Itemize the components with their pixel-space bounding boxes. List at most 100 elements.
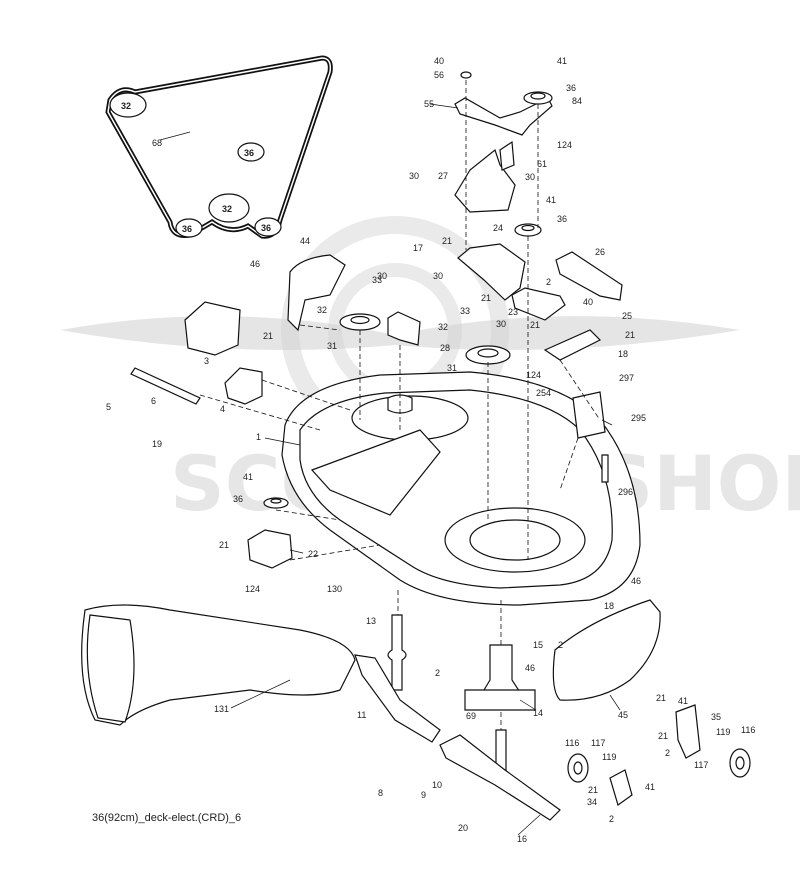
svg-text:36: 36 xyxy=(244,148,254,158)
callout: 40 xyxy=(434,56,444,66)
callout: 124 xyxy=(526,370,541,380)
drive-belt-assembly: 32 36 32 36 36 xyxy=(105,55,333,239)
gauge-wheel-117-right xyxy=(729,748,751,778)
callout: 41 xyxy=(678,696,688,706)
discharge-chute-131 xyxy=(81,604,356,726)
callout: 119 xyxy=(602,752,616,762)
callout: 30 xyxy=(496,319,506,329)
callout: 46 xyxy=(631,576,641,586)
callout: 69 xyxy=(466,711,476,721)
callout: 2 xyxy=(609,814,614,824)
plate-25 xyxy=(543,329,602,361)
alignment-lines xyxy=(199,80,601,730)
bolt-296 xyxy=(601,454,609,483)
callout: 33 xyxy=(460,306,470,316)
callout: 28 xyxy=(440,343,450,353)
callout: 30 xyxy=(433,271,443,281)
callout: 2 xyxy=(665,748,670,758)
callout: 130 xyxy=(327,584,342,594)
callout: 41 xyxy=(546,195,556,205)
callout: 32 xyxy=(317,305,327,315)
callout: 2 xyxy=(558,640,563,650)
callout: 295 xyxy=(631,413,646,423)
diagram-caption: 36(92cm)_deck-elect.(CRD)_6 xyxy=(92,812,242,824)
callout: 10 xyxy=(432,780,442,790)
svg-text:32: 32 xyxy=(222,204,232,214)
callout: 32 xyxy=(438,322,448,332)
callout: 6 xyxy=(151,396,156,406)
plate-295 xyxy=(572,391,606,439)
callout: 119 xyxy=(716,727,730,737)
callout: 27 xyxy=(438,171,448,181)
callout: 31 xyxy=(447,363,457,373)
callout: 9 xyxy=(421,790,426,800)
callout: 33 xyxy=(372,275,382,285)
callout: 31 xyxy=(327,341,337,351)
svg-text:36: 36 xyxy=(182,224,192,234)
bracket-35 xyxy=(675,704,701,759)
callout: 131 xyxy=(214,704,229,714)
callout: 40 xyxy=(583,297,593,307)
callout: 21 xyxy=(442,236,452,246)
bracket-44 xyxy=(287,254,346,332)
callout: 18 xyxy=(604,601,614,611)
callout: 124 xyxy=(557,140,572,150)
callout: 36 xyxy=(566,83,576,93)
pulley-36-left xyxy=(263,497,289,509)
callout: 14 xyxy=(533,708,543,718)
bracket-28 xyxy=(387,311,421,346)
bracket-34 xyxy=(609,769,633,806)
callout: 56 xyxy=(434,70,444,80)
callout: 11 xyxy=(357,710,366,720)
pulley-32-center xyxy=(465,345,511,365)
callout: 3 xyxy=(204,356,209,366)
leader-lines xyxy=(159,103,621,836)
svg-text:36: 36 xyxy=(261,223,271,233)
callout: 45 xyxy=(618,710,628,720)
callout: 21 xyxy=(263,331,273,341)
callout: 5 xyxy=(106,402,111,412)
callout: 21 xyxy=(658,731,668,741)
callout: 13 xyxy=(366,616,376,626)
callout: 2 xyxy=(546,277,551,287)
callout: 68 xyxy=(152,138,162,148)
belt-pulley: 36 xyxy=(237,142,265,162)
rod-6 xyxy=(130,367,201,405)
blade-16 xyxy=(439,734,561,821)
belt-pulley: 36 xyxy=(254,217,282,237)
callout: 26 xyxy=(595,247,605,257)
callout: 1 xyxy=(256,432,261,442)
bracket-26 xyxy=(555,251,623,301)
callout: 23 xyxy=(508,307,518,317)
pulley-36-upper xyxy=(514,223,542,237)
deflector-45 xyxy=(552,599,661,701)
callout: 21 xyxy=(481,293,491,303)
callout: 297 xyxy=(619,373,634,383)
belt-pulley: 32 xyxy=(109,92,147,118)
belt-pulley: 32 xyxy=(208,193,250,223)
belt-pulley: 36 xyxy=(175,218,203,238)
spindle-housing-14 xyxy=(464,644,536,711)
callout: 41 xyxy=(645,782,655,792)
callout: 30 xyxy=(409,171,419,181)
callout-labels: 1 2 2 2 2 2 3 4 5 6 8 9 10 11 13 14 15 1… xyxy=(106,56,755,844)
callout: 2 xyxy=(435,668,440,678)
callout: 18 xyxy=(618,349,628,359)
callout: 24 xyxy=(493,223,503,233)
gauge-wheel-117-center xyxy=(567,753,589,783)
callout: 116 xyxy=(741,725,755,735)
bracket-22 xyxy=(247,529,293,569)
callout: 44 xyxy=(300,236,310,246)
callout: 116 xyxy=(565,738,579,748)
callout: 55 xyxy=(424,99,434,109)
callout: 46 xyxy=(525,663,535,673)
bracket-3 xyxy=(184,301,241,356)
idler-arm-55 xyxy=(454,71,553,136)
callout: 19 xyxy=(152,439,162,449)
callout: 296 xyxy=(618,487,633,497)
idler-bracket-27 xyxy=(454,140,516,213)
callout: 21 xyxy=(656,693,666,703)
callout: 46 xyxy=(250,259,260,269)
callout: 36 xyxy=(233,494,243,504)
